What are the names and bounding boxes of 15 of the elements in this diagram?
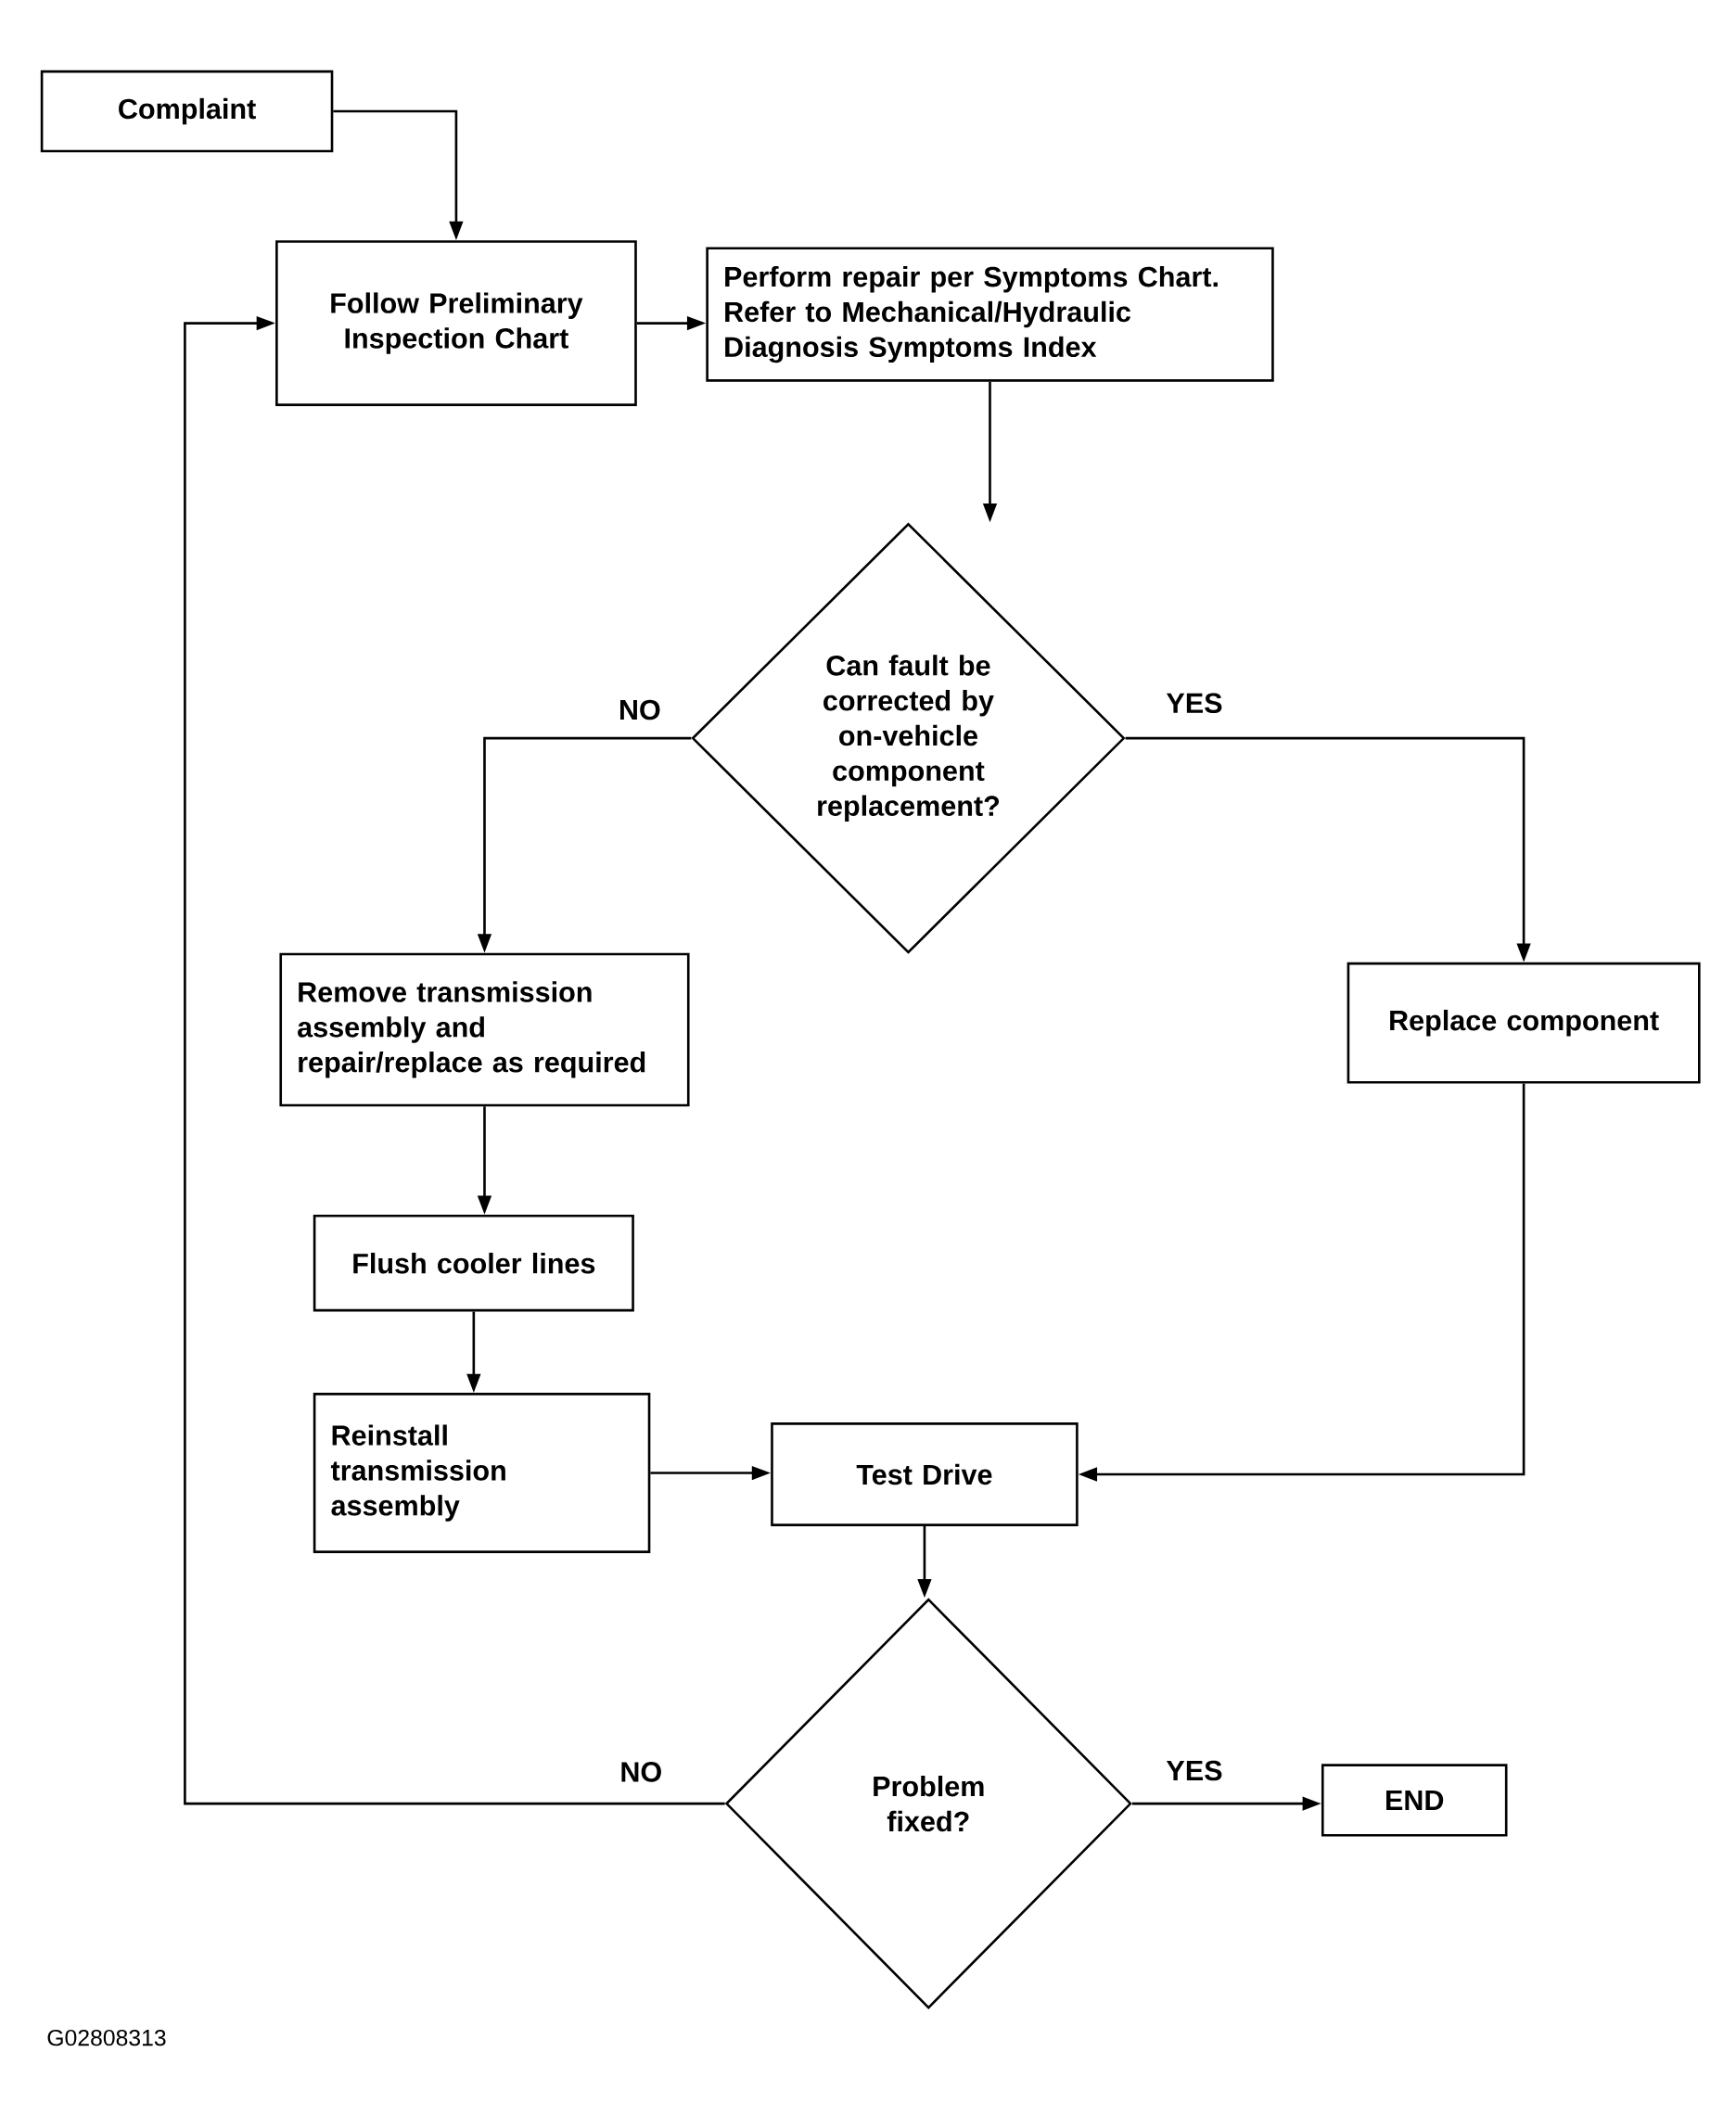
edge-label: YES [1163, 690, 1226, 716]
edge-label: YES [1163, 1757, 1226, 1784]
process-box: Flush cooler lines [313, 1215, 635, 1312]
process-box: Reinstall transmission assembly [313, 1393, 651, 1553]
process-box: END [1321, 1764, 1508, 1837]
arrow [184, 315, 725, 1805]
edge-label: NO [617, 1759, 666, 1785]
edge-label: NO [616, 696, 664, 723]
process-box: Perform repair per Symptoms Chart. Refer to Mechanical/Hydraulic Diagnosis Symptoms Index [706, 247, 1274, 382]
process-box: Complaint [41, 70, 334, 153]
process-box: Test Drive [771, 1422, 1079, 1526]
figure-id: G02808313 [47, 2029, 166, 2046]
process-box: Remove transmission assembly and repair/replace as required [279, 952, 690, 1107]
process-box: Replace component [1347, 962, 1701, 1084]
process-box: Follow Preliminary Inspection Chart [275, 240, 637, 406]
